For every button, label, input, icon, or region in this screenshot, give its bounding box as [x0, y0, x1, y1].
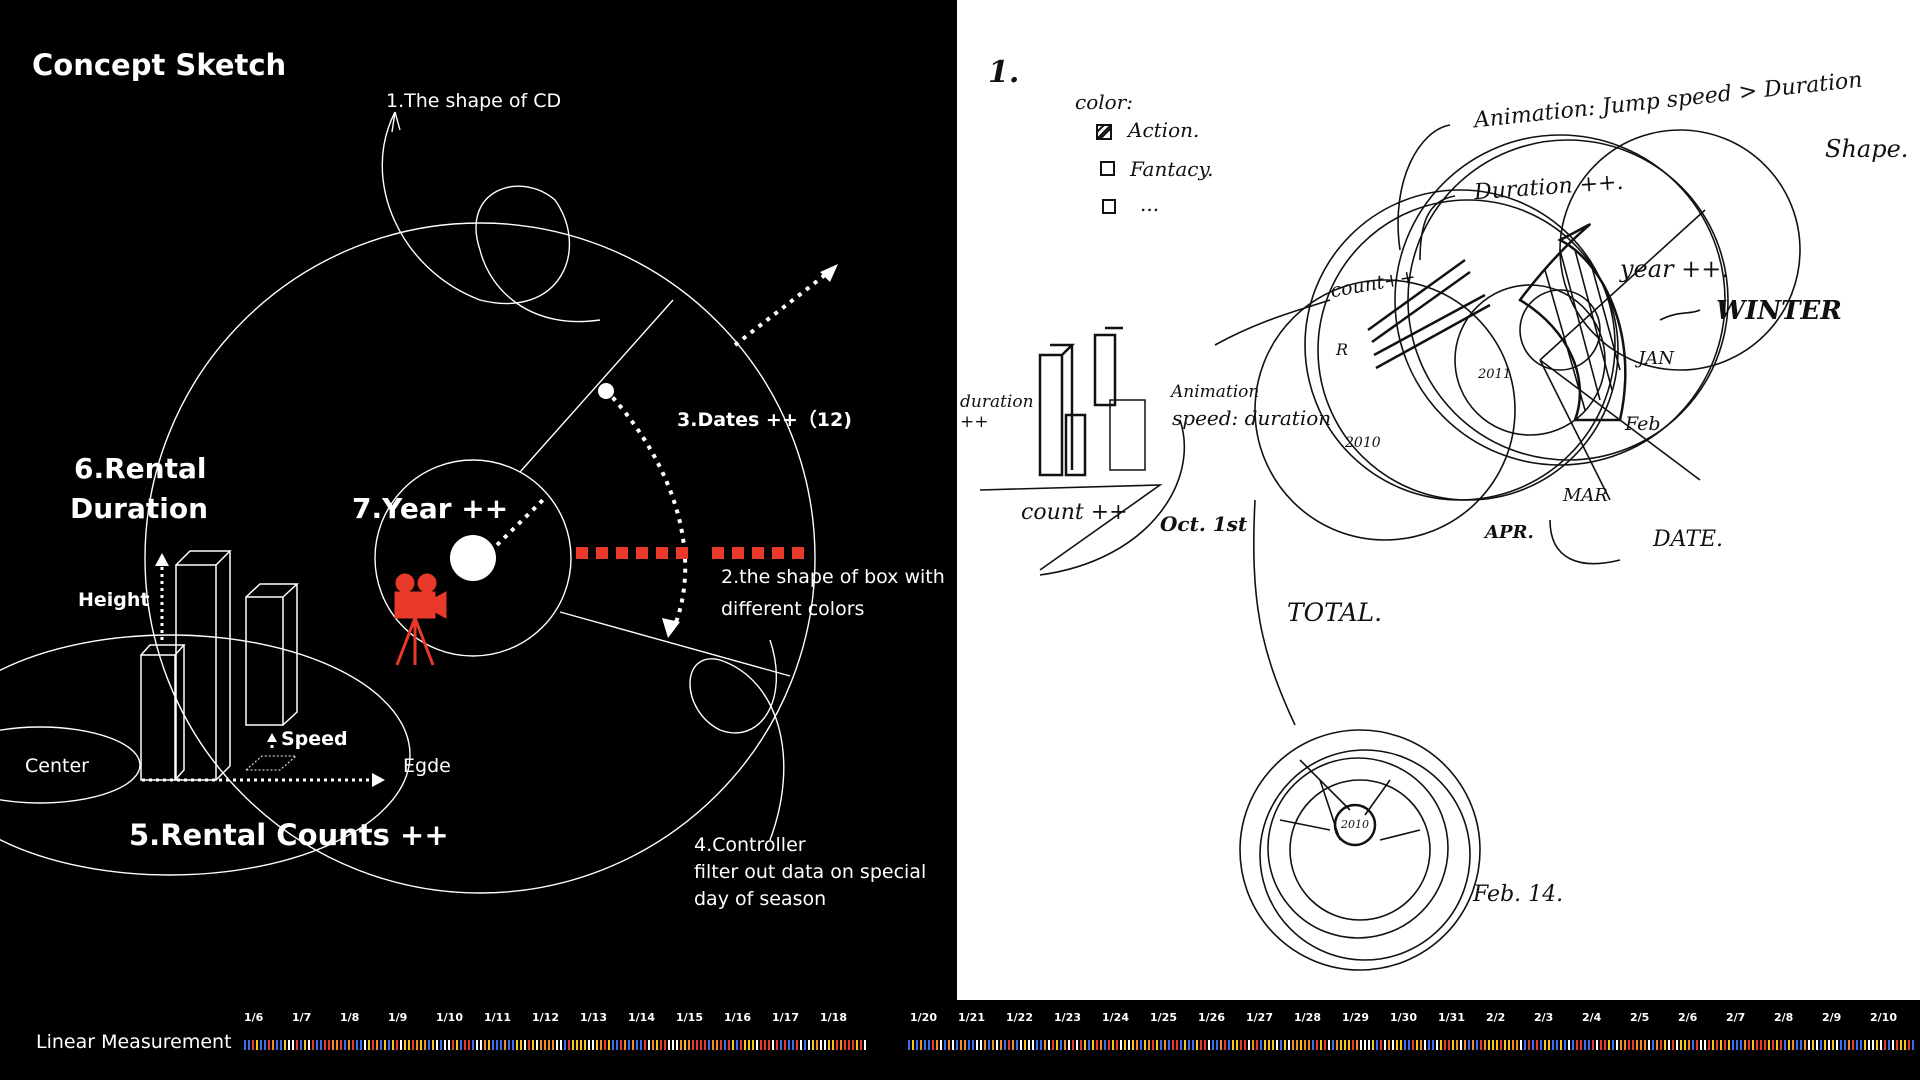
sketch-r: R: [1336, 340, 1349, 359]
label-height: Height: [78, 589, 150, 611]
timeline-tick: 1/25: [1150, 1011, 1177, 1024]
timeline-tick: 1/15: [676, 1011, 703, 1024]
label-controller-2: filter out data on special: [694, 861, 927, 883]
camera-icon: [394, 573, 447, 666]
timeline-tick: 1/16: [724, 1011, 751, 1024]
concept-diagram: [0, 111, 838, 894]
label-rental-counts: 5.Rental Counts ++: [129, 818, 449, 852]
timeline-tick: 1/26: [1198, 1011, 1225, 1024]
timeline-tick: 1/12: [532, 1011, 559, 1024]
sketch-feb: Feb: [1625, 413, 1661, 435]
timeline-tick: 1/9: [388, 1011, 408, 1024]
year-center-dot: [450, 535, 496, 581]
timeline-tick: 1/14: [628, 1011, 655, 1024]
timeline-tick: 1/10: [436, 1011, 463, 1024]
label-year: 7.Year ++: [352, 492, 509, 525]
sketch-duration-left: duration ++: [960, 392, 1034, 432]
timeline-tick: 1/21: [958, 1011, 985, 1024]
timeline-tick: 2/7: [1726, 1011, 1746, 1024]
bar-tall: [175, 550, 232, 781]
sketch-center-year: 2010: [1341, 818, 1369, 831]
sketch-legend-fantacy: Fantacy.: [1130, 157, 1214, 181]
timeline-label: Linear Measurement: [36, 1031, 232, 1053]
label-cd-shape: 1.The shape of CD: [386, 90, 562, 112]
sketch-oct: Oct. 1st: [1160, 512, 1248, 536]
sketch-shape: Shape.: [1825, 135, 1909, 163]
label-rental-duration-2: Duration: [70, 492, 209, 525]
label-box-shape-1: 2.the shape of box with: [721, 566, 945, 588]
sketch-date: DATE.: [1653, 527, 1724, 552]
timeline-tick: 1/31: [1438, 1011, 1465, 1024]
timeline-tick: 1/30: [1390, 1011, 1417, 1024]
sketch-animation-mid: Animation: [1171, 382, 1260, 402]
sketch-year-plus: year ++.: [1620, 255, 1730, 283]
timeline-tick: 2/2: [1486, 1011, 1506, 1024]
bar-mid: [245, 583, 299, 726]
timeline-tick: 1/20: [910, 1011, 937, 1024]
sketch-apr: APR.: [1485, 522, 1534, 543]
label-edge: Egde: [403, 755, 451, 777]
timeline-tick: 2/5: [1630, 1011, 1650, 1024]
label-center: Center: [25, 755, 89, 777]
label-box-shape-2: different colors: [721, 598, 865, 620]
cd-loop-arrow: [381, 111, 601, 323]
ground-ellipse-inner: [0, 726, 141, 804]
sketch-year-2010: 2010: [1345, 435, 1381, 451]
sketch-color-heading: color:: [1075, 90, 1133, 114]
timeline-tick: 1/8: [340, 1011, 360, 1024]
label-speed: Speed: [281, 728, 348, 750]
timeline-tick: 1/24: [1102, 1011, 1129, 1024]
timeline-tick: 1/23: [1054, 1011, 1081, 1024]
concept-panel: [0, 0, 957, 1000]
sketch-number: 1.: [988, 55, 1020, 90]
cd-outer-ring: [144, 222, 816, 894]
label-dates: 3.Dates ++（12): [677, 409, 852, 431]
ground-ellipse-outer: [0, 634, 411, 876]
sketch-total: TOTAL.: [1287, 598, 1383, 627]
sketch-speed-duration: speed: duration: [1172, 406, 1332, 430]
timeline-tick: 1/18: [820, 1011, 847, 1024]
sketch-year-2011: 2011: [1478, 367, 1512, 382]
timeline-tick: 1/27: [1246, 1011, 1273, 1024]
timeline-tick: 2/8: [1774, 1011, 1794, 1024]
sketch-jan: JAN: [1638, 348, 1674, 369]
label-rental-duration-1: 6.Rental: [74, 452, 207, 485]
label-controller-1: 4.Controller: [694, 834, 806, 856]
timeline-tick: 1/28: [1294, 1011, 1321, 1024]
timeline-tick: 2/3: [1534, 1011, 1554, 1024]
sketch-count-bottom: count ++: [1021, 500, 1128, 525]
sketch-mar: MAR: [1563, 485, 1608, 506]
year-ring: [374, 459, 572, 657]
label-controller-3: day of season: [694, 888, 827, 910]
timeline-tick: 1/11: [484, 1011, 511, 1024]
timeline-tick: 1/13: [580, 1011, 607, 1024]
timeline-tick: 2/6: [1678, 1011, 1698, 1024]
controller-loop-arrow: [689, 639, 785, 841]
timeline-tick: 2/10: [1870, 1011, 1897, 1024]
sketch-legend-action: Action.: [1128, 118, 1200, 142]
timeline-tick: 1/17: [772, 1011, 799, 1024]
sketch-winter: WINTER: [1716, 296, 1842, 326]
timeline-tick: 1/22: [1006, 1011, 1033, 1024]
timeline-tick: 2/4: [1582, 1011, 1602, 1024]
page-title: Concept Sketch: [32, 48, 287, 82]
timeline-tick: 1/7: [292, 1011, 312, 1024]
bar-short: [140, 644, 186, 781]
timeline-tick: 1/6: [244, 1011, 264, 1024]
sketch-legend-more: ...: [1140, 192, 1160, 216]
sketch-feb14: Feb. 14.: [1473, 882, 1564, 907]
timeline-tick: 1/29: [1342, 1011, 1369, 1024]
timeline-tick: 2/9: [1822, 1011, 1842, 1024]
